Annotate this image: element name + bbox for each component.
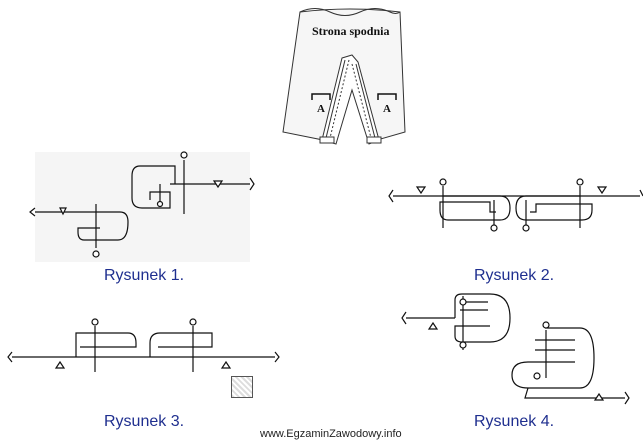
- fold-loop-4a: [454, 293, 511, 343]
- section-label-left: A: [317, 103, 325, 115]
- stitch-dot-2d: [522, 224, 530, 232]
- triangle-marker-1b: [212, 180, 224, 189]
- triangle-marker-3b: [220, 360, 232, 369]
- section-mark-right: [377, 93, 397, 100]
- figure-3-diagram: [7, 318, 280, 372]
- stitch-dot-3b: [189, 318, 197, 326]
- fold-loop-1b: [131, 165, 176, 209]
- triangle-marker-1a: [59, 207, 67, 216]
- figure-1-panel: [35, 152, 250, 262]
- stitch-dot-4d: [533, 372, 541, 380]
- stitch-dot-3a: [91, 318, 99, 326]
- caption-figure-3: Rysunek 3.: [104, 413, 185, 430]
- section-mark-left: [311, 93, 331, 100]
- triangle-marker-4b: [593, 392, 605, 401]
- fold-loop-4b: [511, 327, 595, 389]
- fold-loop-3a: [75, 332, 137, 357]
- caption-figure-1: Rysunek 1.: [104, 267, 185, 284]
- figure-1-diagram: [29, 151, 255, 258]
- footer-url: www.EgzaminZawodowy.info: [260, 428, 402, 440]
- section-label-right: A: [383, 103, 391, 115]
- figure-2-diagram: [388, 178, 643, 232]
- stitch-dot-4b: [459, 341, 467, 349]
- stitch-dot-1b: [180, 151, 188, 159]
- fold-loop-1a: [77, 211, 129, 241]
- triangle-marker-2a: [415, 186, 427, 195]
- stitch-dot-1c: [156, 200, 164, 208]
- fold-loop-2a: [439, 195, 511, 221]
- stitch-dot-2c: [576, 178, 584, 186]
- stitch-dot-4a: [459, 298, 467, 306]
- watermark-stamp: [231, 376, 253, 398]
- garment-title: Strona spodnia: [312, 24, 389, 38]
- triangle-marker-4a: [427, 321, 439, 330]
- triangle-marker-2b: [596, 186, 608, 195]
- stitch-dot-4c: [542, 321, 550, 329]
- caption-figure-2: Rysunek 2.: [474, 267, 555, 284]
- stitch-dot-1a: [92, 250, 100, 258]
- fold-loop-2b: [515, 195, 593, 221]
- stitch-dot-2b: [490, 224, 498, 232]
- caption-figure-4: Rysunek 4.: [474, 413, 555, 430]
- triangle-marker-3a: [54, 360, 66, 369]
- stitch-dot-2a: [439, 178, 447, 186]
- fold-loop-3b: [149, 332, 213, 357]
- figure-4-diagram: [401, 293, 630, 405]
